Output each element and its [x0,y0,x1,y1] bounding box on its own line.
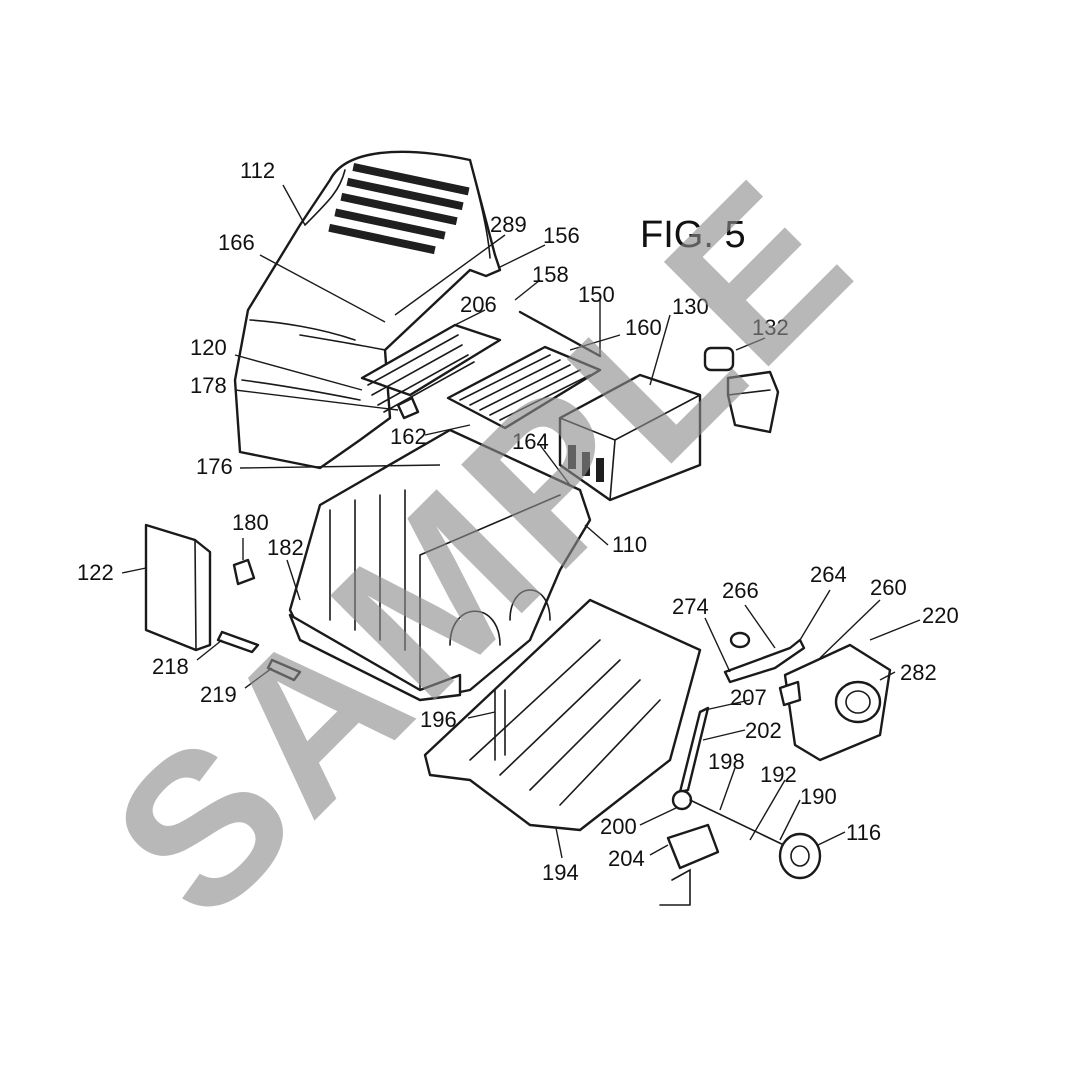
label-176: 176 [196,454,233,479]
label-122: 122 [77,560,114,585]
reference-labels: 112 166 289 156 158 150 130 132 120 178 … [77,158,959,885]
base-tray [423,598,702,832]
label-218: 218 [152,654,189,679]
label-204: 204 [608,846,645,871]
label-260: 260 [870,575,907,600]
label-132: 132 [752,315,789,340]
label-274: 274 [672,594,709,619]
label-266: 266 [722,578,759,603]
label-164: 164 [512,429,549,454]
label-150: 150 [578,282,615,307]
label-194: 194 [542,860,579,885]
top-grille [446,345,602,430]
clip-218 [216,630,260,654]
label-110: 110 [612,532,647,557]
side-panel [144,523,212,652]
label-202: 202 [745,718,782,743]
label-289: 289 [490,212,527,237]
label-196: 196 [420,707,457,732]
label-166: 166 [218,230,255,255]
label-190: 190 [800,784,837,809]
label-156: 156 [543,223,580,248]
label-206: 206 [460,292,497,317]
main-chassis [288,428,592,702]
waste-bin [558,373,702,502]
label-162: 162 [390,424,427,449]
cover-vent-slots [328,163,470,255]
label-207: 207 [730,685,767,710]
motor-assembly [778,643,892,762]
cutter-tray [360,323,502,420]
label-182: 182 [267,535,304,560]
label-130: 130 [672,294,709,319]
bracket [723,631,806,684]
label-264: 264 [810,562,847,587]
clip-180 [232,558,256,586]
label-160: 160 [625,315,662,340]
label-220: 220 [922,603,959,628]
connector-plug [703,346,780,434]
drive-wheel [778,832,822,880]
label-200: 200 [600,814,637,839]
label-180: 180 [232,510,269,535]
figure-title: FIG. 5 [640,214,746,256]
label-219: 219 [200,682,237,707]
linkage [659,706,791,906]
label-282: 282 [900,660,937,685]
label-198: 198 [708,749,745,774]
label-120: 120 [190,335,227,360]
label-178: 178 [190,373,227,398]
housing-cover [233,150,502,470]
leader-lines [121,184,921,859]
clip-219 [266,658,302,682]
label-192: 192 [760,762,797,787]
label-158: 158 [532,262,569,287]
retaining-rod [518,310,602,358]
label-112: 112 [240,158,275,183]
label-116: 116 [846,820,881,845]
